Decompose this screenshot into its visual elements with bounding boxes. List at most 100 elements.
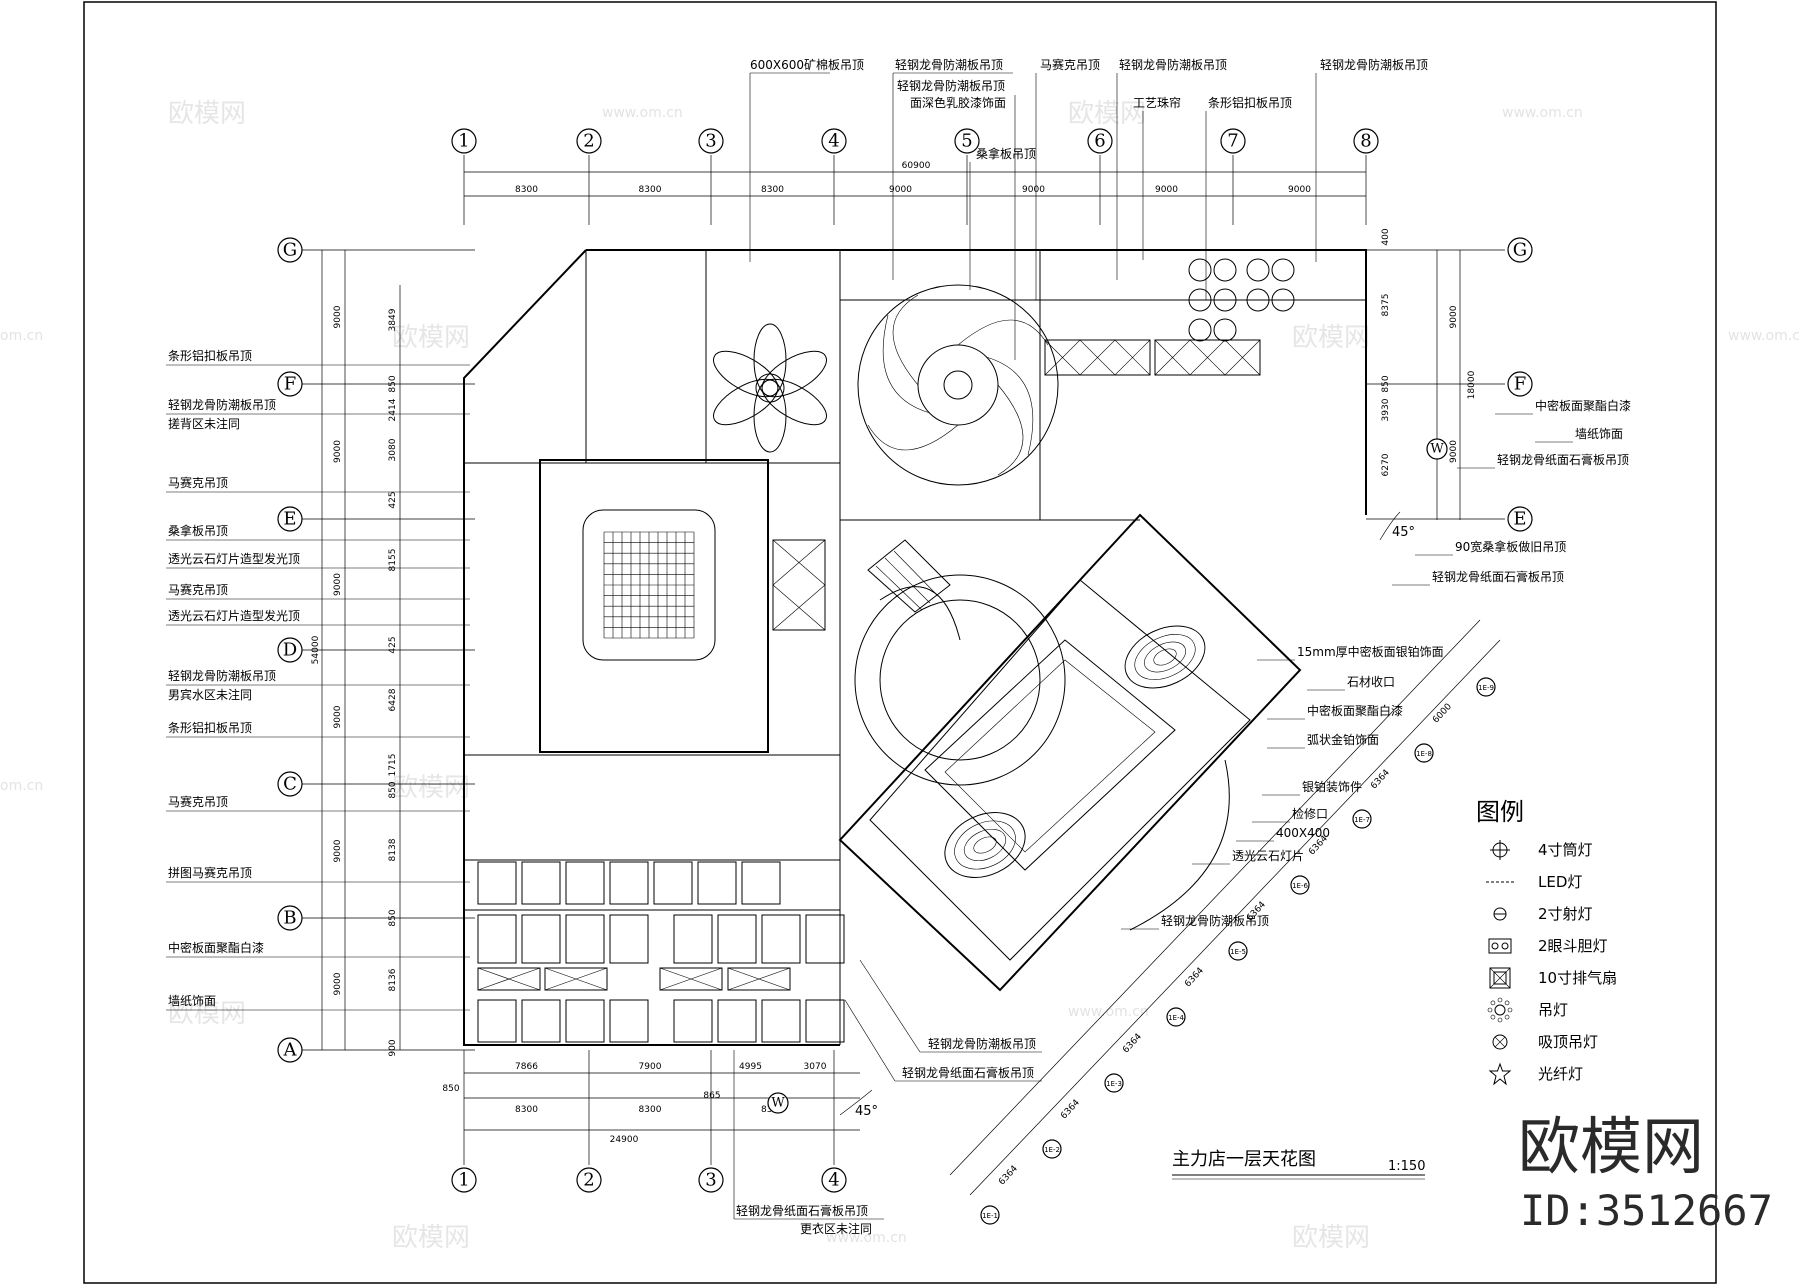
note-right-5: 15mm厚中密板面银铂饰面 [1297,644,1444,659]
note-top-0: 600X600矿棉板吊顶 [750,58,864,72]
cubicle-ceiling [697,861,737,905]
round-ceiling-light [1188,288,1212,312]
grid-bubble-top-5-label: 5 [961,131,972,152]
grid-bubble-right-F: F [1507,371,1533,397]
dim-left-seg: 9000 [333,305,343,328]
spiral-ceiling-feature [857,284,1059,486]
sheet-frame [83,1,1717,1284]
legend-label: 10寸排气扇 [1538,969,1617,987]
dim-left-inner: 425 [388,491,398,508]
dim-right-total: 18000 [1467,370,1477,399]
note-bottom-1: 轻钢龙骨纸面石膏板吊顶 [902,1065,1034,1080]
legend-label: LED灯 [1538,873,1582,891]
grid-bubble-top-7-label: 7 [1227,131,1238,152]
curved-wall [1129,759,1230,931]
wm-brand: 欧模网 [392,1223,470,1253]
grid-bubble-left-B: B [277,905,303,931]
grid-bubble-top-4-label: 4 [828,131,839,152]
grid-bubble-bottom-3-label: 3 [705,1170,716,1191]
lattice-panels-bottom [477,967,791,991]
grid-bubble-left-A-label: A [283,1040,298,1061]
note-right-0: 中密板面聚酯白漆 [1535,398,1631,413]
note-right-12: 透光云石灯片 [1232,849,1304,863]
grid-bubble-bottom-4-label: 4 [828,1170,839,1191]
dim-bottom-seg: 7866 [515,1062,538,1072]
note-left-12: 拼图马赛克吊顶 [168,865,252,880]
spotlight-2in-icon [1493,907,1507,921]
grid-bubble-top-4: 4 [821,128,847,154]
ceiling-plan [463,249,1367,1046]
note-left-7: 透光云石灯片造型发光顶 [168,608,300,623]
downlight-4in-icon [1490,840,1510,860]
dim-left-inner: 2414 [388,398,398,421]
cubicle-ceiling [717,999,757,1043]
wm-brand: 欧模网 [168,99,246,129]
note-right-6: 石材收口 [1347,675,1395,689]
grid-bubble-right-E: E [1507,506,1533,532]
dim-bottom-seg: 8300 [515,1105,538,1115]
dim-left-inner: 900 [388,1039,398,1056]
dim-bottom-extra-1: 850 [442,1084,459,1094]
chandelier-icon [1487,997,1513,1023]
round-ceiling-light [1246,258,1270,282]
dim-top-seg: 8300 [639,185,662,195]
note-right-4: 轻钢龙骨纸面石膏板吊顶 [1432,569,1564,584]
grid-bubble-bottom-1: 1 [451,1167,477,1193]
note-left-3: 马赛克吊顶 [168,475,228,490]
grid-bubble-top-3: 3 [698,128,724,154]
svg-text:W: W [771,1096,785,1111]
diag-axis-label: 1E-2 [1044,1146,1060,1154]
dim-left-inner: 850 [388,909,398,926]
legend-item: 2寸射灯 [1493,905,1593,923]
outer-wall [586,249,1367,515]
round-ceiling-light [1213,258,1237,282]
diagonal-wing [838,513,1302,992]
dim-left-inner: 8155 [388,549,398,572]
grid-bubble-left-C-label: C [283,774,297,795]
grid-bubble-top-8-label: 8 [1360,131,1371,152]
wm-url: www.om.cn [1502,105,1583,121]
round-ceiling-light [1188,318,1212,342]
grid-bubble-top-2: 2 [576,128,602,154]
stair-hatch [867,539,951,613]
round-ceiling-light [1246,288,1270,312]
round-ceiling-light [1213,288,1237,312]
note-right-9: 银铂装饰件 [1302,779,1362,794]
note-left-4: 桑拿板吊顶 [168,523,228,538]
diag-axis-label: 1E-3 [1106,1080,1122,1088]
svg-text:W: W [1430,442,1444,457]
note-right-1: 墙纸饰面 [1575,427,1623,441]
note-top-4: 马赛克吊顶 [1040,57,1100,72]
note-top-9: 桑拿板吊顶 [976,146,1036,161]
note-top-7: 条形铝扣板吊顶 [1208,95,1292,110]
brand-name: 欧模网 [1518,1110,1704,1183]
grid-bubble-bottom-3: 3 [698,1167,724,1193]
grid-bubble-left-A: A [277,1037,303,1063]
wm-brand: 欧模网 [392,323,470,353]
legend-title: 图例 [1476,798,1524,826]
cubicle-ceiling [565,914,605,964]
right-notes: 中密板面聚酯白漆墙纸饰面轻钢龙骨纸面石膏板吊顶90宽桑拿板做旧吊顶轻钢龙骨纸面石… [1121,398,1631,930]
dim-right-inner: 8375 [1381,294,1391,317]
grid-bubble-left-E: E [277,506,303,532]
dim-top-seg: 8300 [761,185,784,195]
fiber-star-icon [1488,1062,1512,1086]
dim-right-inner: 3930 [1381,398,1391,421]
wm-url: om.cn [0,778,43,794]
oval-ceiling-lower [944,812,1026,878]
diag-axis-label: 1E-7 [1354,816,1370,824]
outer-wall [463,249,840,1046]
wm-url: www.om.cn [1728,328,1800,344]
grid-bubble-top-3-label: 3 [705,131,716,152]
grid-bubble-left-C: C [277,771,303,797]
diag-axis-label: 1E-1 [982,1212,998,1220]
grid-bubble-left-F-label: F [284,374,297,395]
legend-item: LED灯 [1486,873,1582,891]
cubicle-ceiling [805,999,845,1043]
round-ceiling-light [1271,258,1295,282]
dim-left-seg: 9000 [333,705,343,728]
lattice-panel-vertical [772,539,826,631]
cubicle-ceiling [673,999,713,1043]
wm-brand: 欧模网 [168,999,246,1029]
cubicle-ceiling [565,861,605,905]
